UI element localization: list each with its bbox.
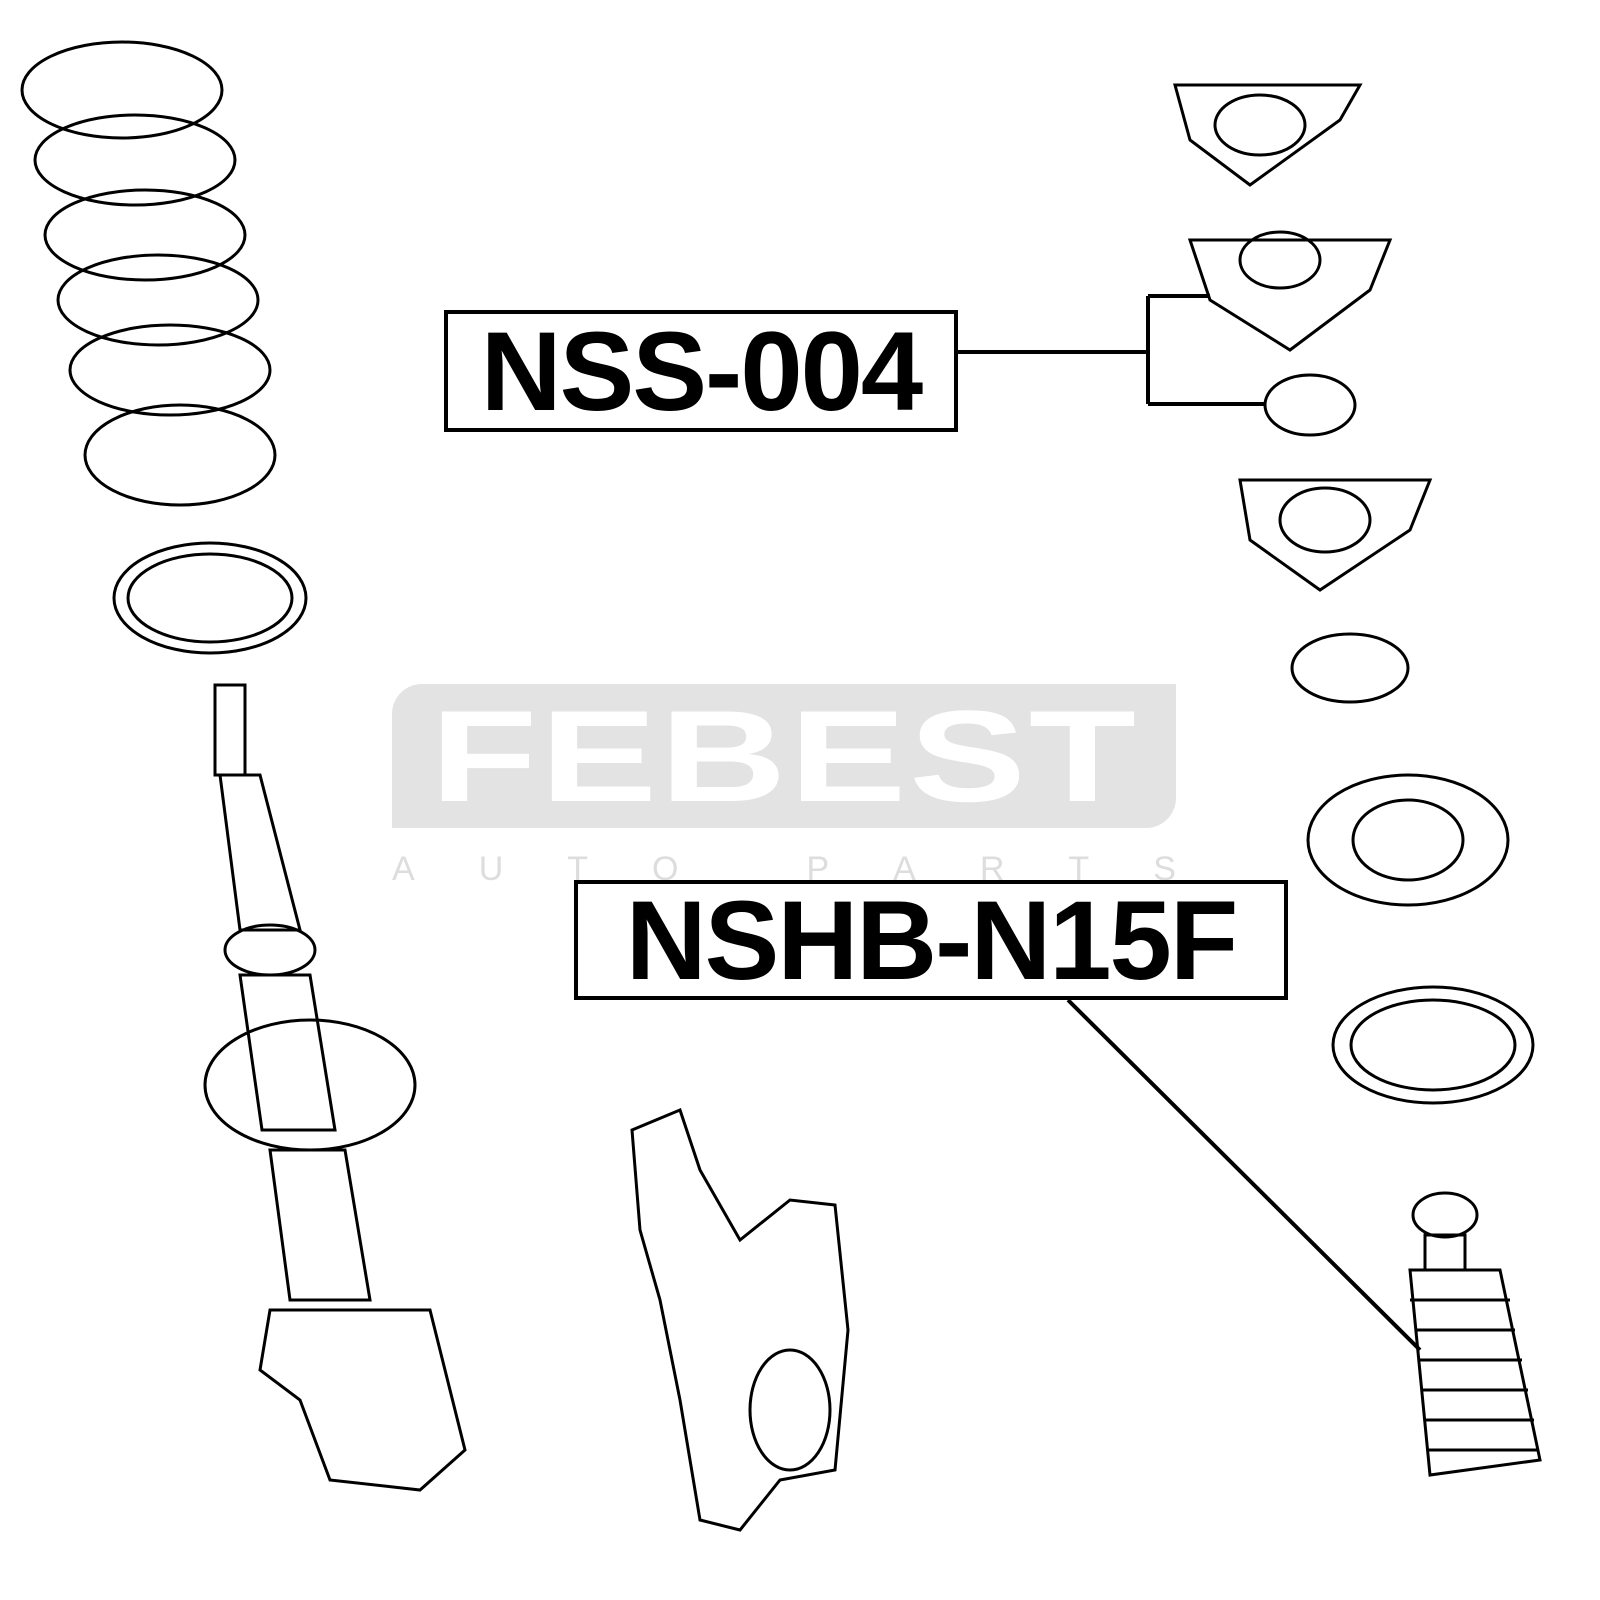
tagline-letter: S xyxy=(1153,850,1176,888)
steering-knuckle xyxy=(630,1107,850,1532)
coil-spring xyxy=(20,40,277,507)
spring-insulator xyxy=(1331,985,1535,1105)
small-bushing xyxy=(1290,632,1410,704)
tagline-letter: A xyxy=(893,850,916,888)
febest-watermark: FEBEST xyxy=(392,683,1176,829)
tagline-letter: T xyxy=(567,850,589,888)
strut-top-mount xyxy=(1187,238,1393,352)
spring-seat-inner xyxy=(126,552,294,644)
tagline-letter: P xyxy=(806,850,830,888)
mount-bushing xyxy=(1263,373,1357,437)
spring-insulator-inner xyxy=(1349,998,1517,1092)
spring-seat xyxy=(112,541,308,655)
tagline-letter: A xyxy=(392,850,415,888)
lower-mount-center xyxy=(1278,486,1372,554)
lower-top-mount xyxy=(1238,478,1433,592)
knuckle-hub-bore xyxy=(748,1348,832,1472)
part-number-label-boot: NSHB-N15F xyxy=(574,878,1288,1003)
shock-absorber-strut xyxy=(203,683,467,1492)
watermark-brand: FEBEST xyxy=(429,683,1139,829)
mount-gasket xyxy=(1173,83,1363,187)
gasket-hole xyxy=(1213,93,1307,157)
bearing-inner xyxy=(1351,798,1465,882)
part-number-label-mount: NSS-004 xyxy=(444,309,958,434)
bump-stop-boot xyxy=(1408,1191,1542,1477)
watermark-tagline: A U T O P A R T S xyxy=(392,850,1176,889)
bearing xyxy=(1306,773,1510,907)
leader-lines xyxy=(958,294,1422,1352)
tagline-letter: T xyxy=(1068,850,1090,888)
mount-center xyxy=(1238,230,1322,290)
tagline-letter: U xyxy=(478,850,504,888)
